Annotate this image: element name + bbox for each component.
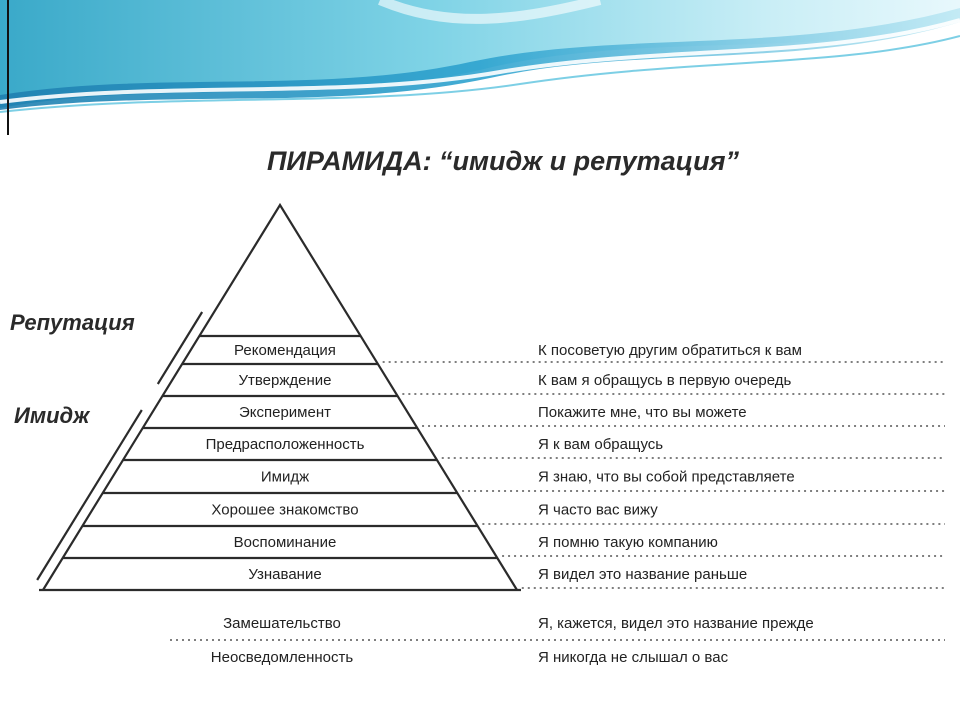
reputation-bracket — [156, 311, 204, 385]
level-description: Я часто вас вижу — [538, 502, 658, 519]
below-level-description: Я, кажется, видел это название прежде — [538, 615, 814, 632]
pyramid-level-label: Утверждение — [238, 372, 331, 389]
level-description: Я помню такую компанию — [538, 534, 718, 551]
pyramid-level-label: Хорошее знакомство — [211, 502, 358, 519]
level-description: К посоветую другим обратиться к вам — [538, 342, 802, 359]
pyramid-level-label: Предрасположенность — [206, 436, 365, 453]
pyramid-level-label: Имидж — [261, 469, 309, 486]
image-bracket — [36, 409, 143, 581]
below-level-description: Я никогда не слышал о вас — [538, 649, 729, 666]
pyramid-outline — [42, 202, 518, 591]
header-wave-decoration — [0, 0, 960, 135]
below-level-label: Неосведомленность — [211, 649, 354, 666]
pyramid-level-label: Эксперимент — [239, 404, 331, 421]
pyramid-level-label: Узнавание — [248, 566, 321, 583]
below-level-label: Замешательство — [223, 615, 341, 632]
level-description: Я видел это название раньше — [538, 566, 747, 583]
pyramid-level-label: Воспоминание — [234, 534, 337, 551]
level-description: Я знаю, что вы собой представляете — [538, 469, 795, 486]
below-pyramid-rows: Замешательство Я, кажется, видел это назв… — [170, 615, 945, 666]
image-label: Имидж — [14, 403, 91, 428]
pyramid-levels: Рекомендация К посоветую другим обратитьс… — [62, 334, 945, 589]
level-description: Покажите мне, что вы можете — [538, 404, 747, 421]
level-description: Я к вам обращусь — [538, 436, 663, 453]
diagram-title: ПИРАМИДА: “имидж и репутация” — [267, 146, 739, 176]
reputation-label: Репутация — [10, 310, 135, 335]
pyramid-level-label: Рекомендация — [234, 342, 336, 359]
pyramid — [39, 202, 521, 592]
level-description: К вам я обращусь в первую очередь — [538, 372, 792, 389]
